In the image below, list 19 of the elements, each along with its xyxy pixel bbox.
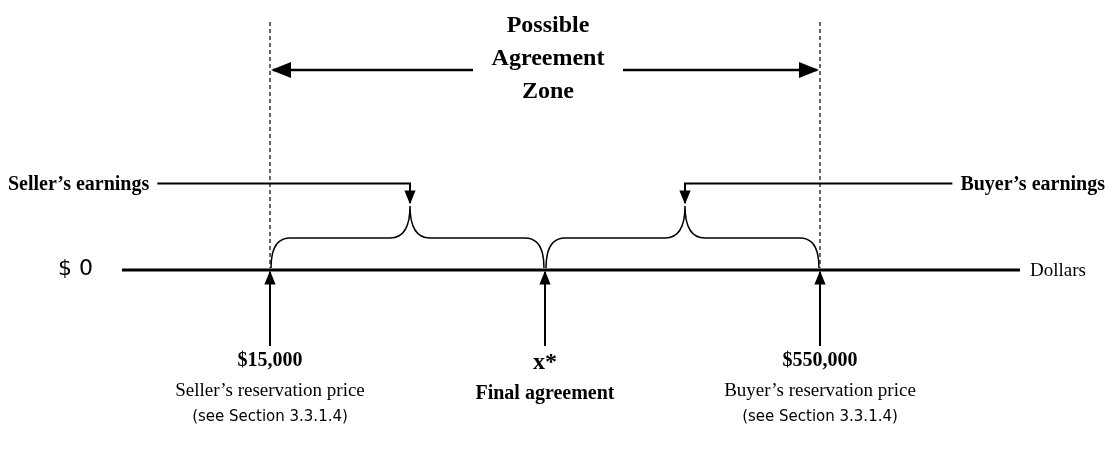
caption-text: (see Section 3.3.1.4) <box>741 407 899 425</box>
axis-origin-label: $ 0 <box>58 255 93 280</box>
curly-brace <box>270 205 545 268</box>
earnings-label: Seller’s earnings <box>8 172 150 195</box>
caption-text: Final agreement <box>474 381 616 404</box>
caption-text: (see Section 3.3.1.4) <box>191 407 349 425</box>
price-label: $15,000 <box>236 348 304 371</box>
curly-brace <box>545 205 820 268</box>
earnings-label: Buyer’s earnings <box>960 172 1105 195</box>
leader-line <box>156 182 416 205</box>
leader-line <box>264 270 276 347</box>
leader-line <box>539 270 551 347</box>
caption-text: Buyer’s reservation price <box>723 379 917 401</box>
price-label: $550,000 <box>781 348 859 371</box>
leader-line <box>679 182 954 205</box>
axis-unit-label: Dollars <box>1030 259 1087 281</box>
caption-text: Seller’s reservation price <box>174 379 366 401</box>
price-label: x* <box>532 348 558 375</box>
leader-line <box>814 270 826 347</box>
